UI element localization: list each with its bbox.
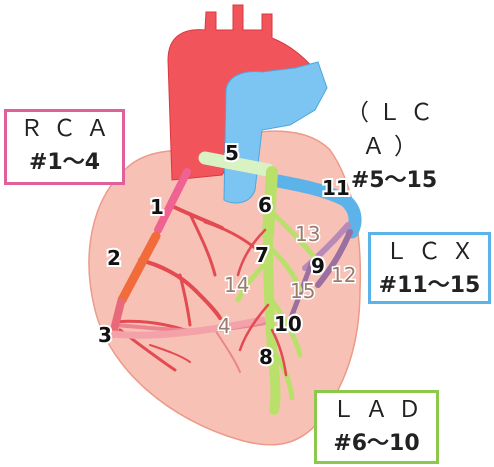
lad-label-box: ＬＡＤ #6～10 [314,390,439,464]
rca-segment-1 [154,168,191,234]
rca-label-box: ＲＣＡ #1～4 [4,109,125,185]
segment-label-9: 9 [311,254,325,278]
lad-title: ＬＡＤ [332,397,431,423]
lcx-vessel [265,173,362,239]
segment-label-13: 13 [295,222,320,246]
rca-segment-3 [109,298,125,338]
segment-label-2: 2 [107,246,121,270]
lad-branches [235,212,321,401]
segment-label-12: 12 [331,263,356,287]
lad-range: #6～10 [333,431,420,456]
rca-segment-2 [117,231,161,305]
segment-label-10: 10 [274,312,302,336]
lcx-label-box: ＬＣＸ #11～15 [368,232,491,304]
lca-title: （ＬＣＡ） [346,100,442,160]
segment-label-15: 15 [290,279,315,303]
lad-red-branches [236,228,288,377]
lca-range: #5～15 [350,168,438,193]
rca-title: ＲＣＡ [20,116,119,142]
lad-segment-6 [262,166,278,241]
segment-label-5: 5 [225,141,239,165]
segment-label-3: 3 [98,323,112,347]
segment-label-4: 4 [218,314,231,338]
segment-label-1: 1 [150,195,164,219]
rca-segment-4 [109,316,266,339]
rca-range: #1～4 [28,150,101,175]
segment-label-14: 14 [224,273,249,297]
lcx-range: #11～15 [378,273,481,298]
segment-label-7: 7 [255,243,269,267]
lcx-title: ＬＣＸ [385,239,484,265]
lcx-branch-12 [315,229,353,288]
segment-label-11: 11 [322,176,350,200]
lad-segment-7-8 [263,230,281,415]
lca-label: （ＬＣＡ） #5～15 [324,96,464,193]
segment-label-6: 6 [258,193,272,217]
left-main-segment-5 [198,151,275,177]
segment-label-8: 8 [259,345,273,369]
